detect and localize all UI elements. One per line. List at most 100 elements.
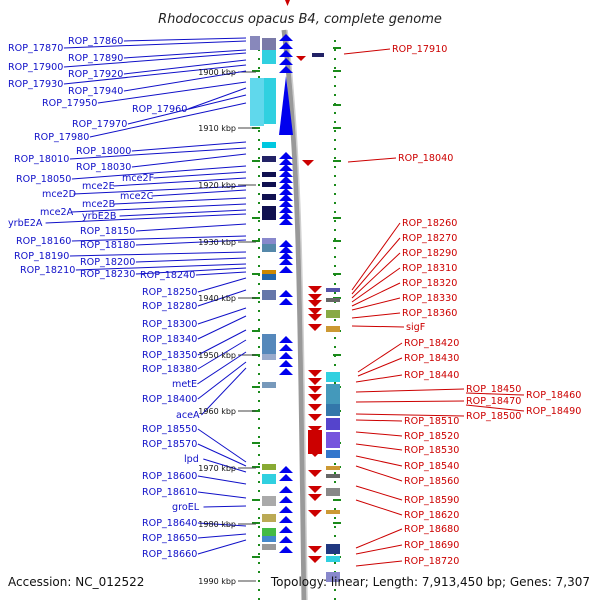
gene-label-left: ROP_17960 bbox=[132, 104, 187, 115]
gene-label-left: ROP_17930 bbox=[8, 79, 63, 90]
gene-label-left: mce2F bbox=[122, 173, 154, 184]
gene-label-left: mce2D bbox=[42, 189, 76, 200]
right-tick-dot bbox=[334, 229, 336, 231]
gene-label-right: ROP_18290 bbox=[402, 248, 457, 259]
gene-label-left: ROP_18210 bbox=[20, 265, 75, 276]
left-major-tick bbox=[252, 556, 260, 558]
connector-left bbox=[135, 223, 247, 232]
right-tick-dot bbox=[334, 292, 336, 294]
forward-arrow bbox=[279, 42, 293, 49]
connector-right bbox=[351, 282, 401, 307]
right-tick-dot bbox=[334, 175, 336, 177]
gene-label-left: ROP_18180 bbox=[80, 240, 135, 251]
left-major-tick bbox=[252, 466, 260, 468]
gene-label-right: ROP_18470 bbox=[466, 396, 521, 407]
forward-arrow bbox=[279, 290, 293, 297]
gene-label-right: sigF bbox=[406, 322, 425, 333]
left-tick-dot bbox=[258, 508, 260, 510]
gene-label-left: ROP_18190 bbox=[14, 251, 69, 262]
gene-label-left: ROP_18610 bbox=[142, 487, 197, 498]
right-tick-dot bbox=[334, 508, 336, 510]
connector-left bbox=[63, 40, 247, 49]
forward-gene-block bbox=[262, 544, 276, 550]
gene-label-right: ROP_18510 bbox=[404, 416, 459, 427]
connector-left bbox=[197, 289, 247, 307]
forward-arrow bbox=[279, 266, 293, 273]
connector-left bbox=[197, 315, 247, 340]
gene-label-left: ROP_17870 bbox=[8, 43, 63, 54]
left-tick-dot bbox=[258, 472, 260, 474]
reverse-arrow bbox=[308, 370, 322, 377]
connector-left bbox=[123, 37, 247, 42]
gene-label-right: ROP_18430 bbox=[404, 353, 459, 364]
gene-label-left: ROP_18600 bbox=[142, 471, 197, 482]
gene-label-left: mce2A bbox=[40, 207, 74, 218]
left-tick-dot bbox=[258, 211, 260, 213]
left-major-tick bbox=[252, 442, 260, 444]
right-tick-dot bbox=[334, 193, 336, 195]
connector-left bbox=[97, 81, 247, 104]
reverse-arrow bbox=[308, 470, 322, 477]
connector-left bbox=[127, 94, 247, 125]
connector-right bbox=[343, 48, 391, 55]
left-major-tick bbox=[252, 240, 260, 242]
genome-summary-text: Topology: linear; Length: 7,913,450 bp; … bbox=[270, 575, 590, 589]
scale-label: 1960 kbp bbox=[198, 407, 236, 416]
reverse-arrow bbox=[308, 556, 322, 563]
reverse-gene-block bbox=[326, 544, 340, 554]
reverse-arrow bbox=[308, 324, 322, 331]
connector-left bbox=[71, 165, 247, 180]
left-tick-dot bbox=[258, 427, 260, 429]
forward-arrow bbox=[279, 66, 293, 73]
connector-left bbox=[63, 52, 247, 68]
gene-label-left: ROP_18340 bbox=[142, 334, 197, 345]
connector-right bbox=[355, 431, 403, 437]
left-tick-dot bbox=[258, 283, 260, 285]
gene-label-left: metE bbox=[172, 379, 197, 390]
left-tick-dot bbox=[258, 175, 260, 177]
forward-arrow bbox=[279, 486, 293, 493]
right-tick-dot bbox=[334, 337, 336, 339]
forward-gene-block bbox=[250, 78, 264, 126]
gene-label-right: ROP_18450 bbox=[466, 384, 521, 395]
connector-left bbox=[197, 277, 247, 293]
gene-label-left: ROP_18030 bbox=[76, 162, 131, 173]
connector-right bbox=[355, 455, 403, 467]
left-tick-dot bbox=[258, 319, 260, 321]
gene-label-left: ROP_17980 bbox=[34, 132, 89, 143]
forward-arrow bbox=[279, 526, 293, 533]
forward-arrow bbox=[279, 506, 293, 513]
gene-label-left: ROP_18660 bbox=[142, 549, 197, 560]
connector-left bbox=[123, 59, 247, 75]
gene-label-left: ROP_18160 bbox=[16, 236, 71, 247]
gene-label-left: aceA bbox=[176, 410, 200, 421]
scale-label: 1990 kbp bbox=[198, 577, 236, 586]
gene-label-left: ROP_17860 bbox=[68, 36, 123, 47]
reverse-gene-block bbox=[326, 474, 340, 478]
connector-right bbox=[355, 443, 403, 451]
connector-left bbox=[131, 141, 247, 152]
forward-gene-block bbox=[262, 142, 276, 148]
connector-right bbox=[351, 267, 401, 303]
scale-label: 1940 kbp bbox=[198, 294, 236, 303]
connector-left bbox=[197, 329, 247, 356]
right-tick-dot bbox=[334, 364, 336, 366]
right-major-tick bbox=[333, 47, 341, 49]
gene-label-left: ROP_17900 bbox=[8, 62, 63, 73]
gene-label-right: ROP_18330 bbox=[402, 293, 457, 304]
scale-label: 1930 kbp bbox=[198, 238, 236, 247]
right-tick-dot bbox=[334, 472, 336, 474]
right-tick-dot bbox=[334, 319, 336, 321]
connector-group bbox=[45, 37, 525, 567]
forward-gene-block bbox=[262, 354, 276, 360]
connector-left bbox=[197, 361, 247, 400]
gene-label-right: ROP_18590 bbox=[404, 495, 459, 506]
forward-gene-block bbox=[262, 156, 276, 162]
connector-left bbox=[151, 189, 247, 197]
gene-label-right: ROP_18310 bbox=[402, 263, 457, 274]
right-tick-dot bbox=[334, 94, 336, 96]
connector-left bbox=[123, 70, 247, 92]
scale-label: 1970 kbp bbox=[198, 464, 236, 473]
scale-label: 1980 kbp bbox=[198, 520, 236, 529]
